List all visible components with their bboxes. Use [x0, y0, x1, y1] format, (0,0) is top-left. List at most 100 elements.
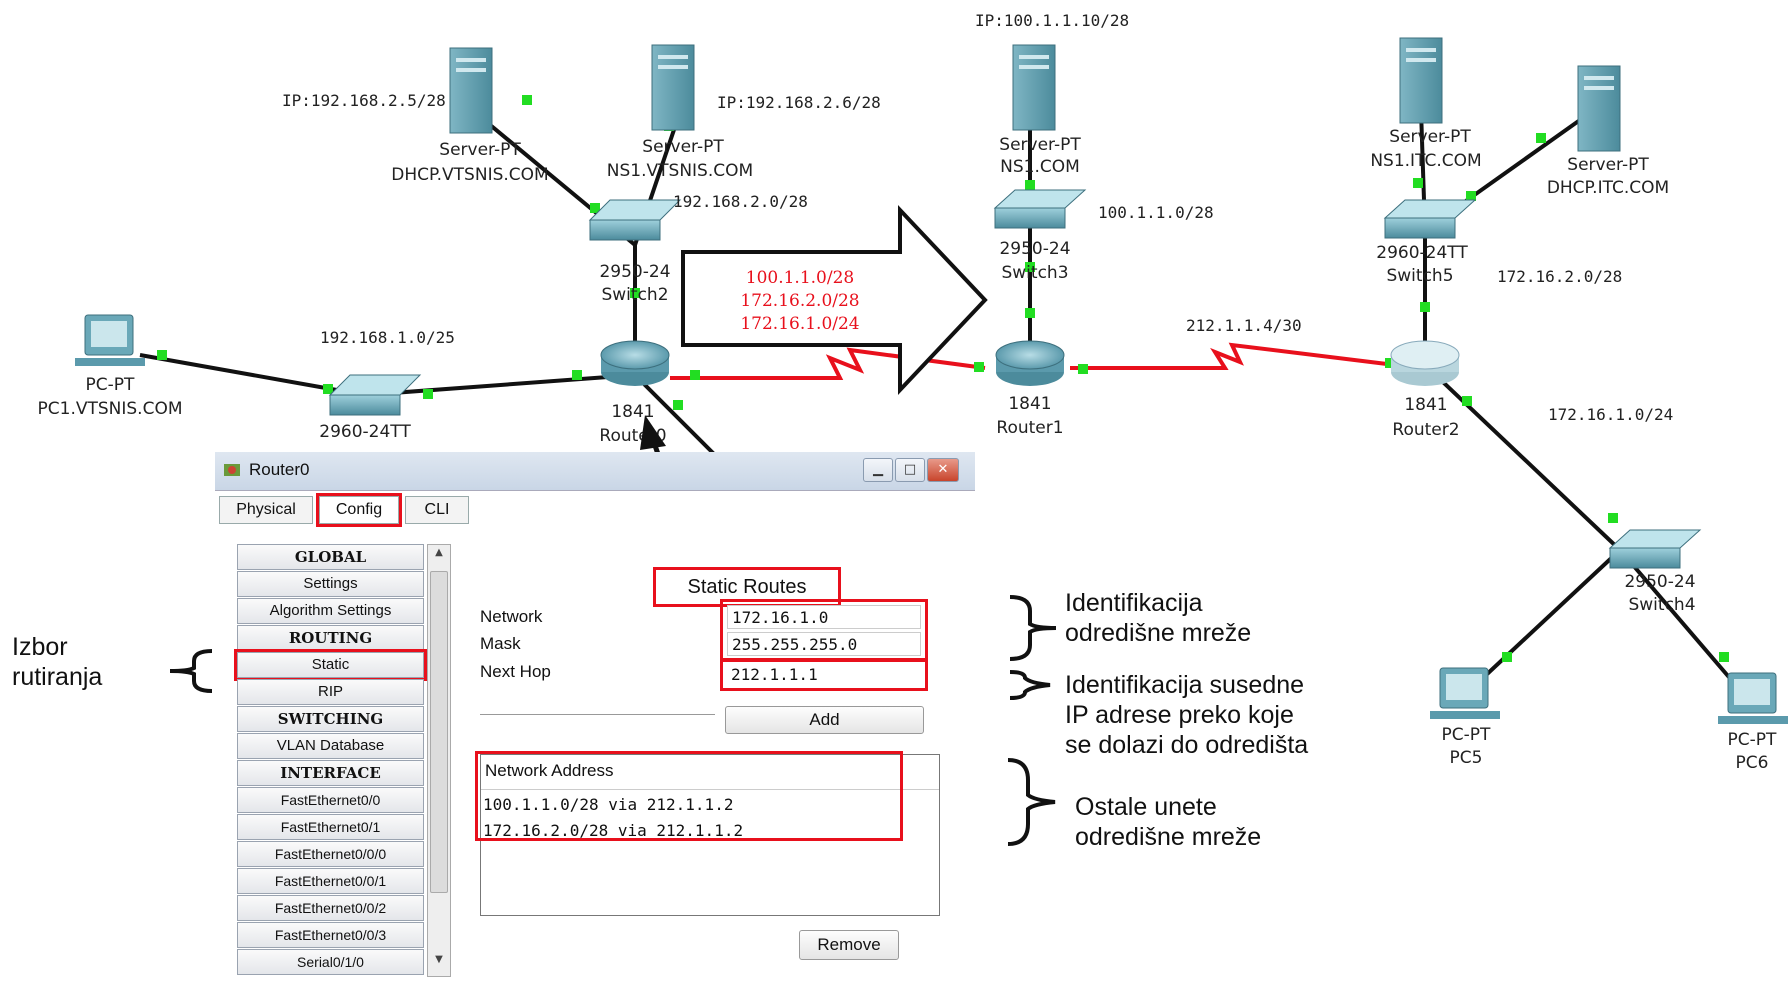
- sidebar-item-fe0-0-1[interactable]: FastEthernet0/0/1: [237, 868, 424, 894]
- scroll-up-icon[interactable]: ▲: [435, 547, 443, 558]
- label-switch2-b: Switch2: [601, 285, 668, 305]
- static-routes-title: Static Routes: [653, 567, 841, 607]
- switch-lan: [328, 374, 422, 416]
- sidebar-item-fe0-1[interactable]: FastEthernet0/1: [237, 814, 424, 840]
- routes-arrow: [681, 204, 988, 396]
- next-hop-field[interactable]: 212.1.1.1: [727, 663, 921, 687]
- scrollbar-thumb[interactable]: [430, 571, 448, 893]
- ip-dhcp-vtsnis: IP:192.168.2.5/28: [282, 91, 446, 110]
- route-row[interactable]: 100.1.1.0/28 via 212.1.1.2: [483, 795, 734, 814]
- network-field[interactable]: 172.16.1.0: [727, 605, 921, 629]
- sidebar-item-static[interactable]: Static: [234, 649, 427, 681]
- pc1: [75, 314, 145, 366]
- pc5: [1430, 667, 1500, 719]
- routes-highlight: [475, 751, 903, 841]
- sidebar-item-rip[interactable]: RIP: [237, 679, 424, 705]
- switch4: [1608, 529, 1702, 569]
- label-pc6-a: PC-PT: [1728, 730, 1778, 750]
- config-sidebar: GLOBAL Settings Algorithm Settings ROUTI…: [234, 544, 667, 984]
- annotation-dest-line1: Identifikacija: [1065, 589, 1203, 617]
- route-row[interactable]: 172.16.2.0/28 via 212.1.1.2: [483, 821, 744, 840]
- label-switch3-a: 2950-24: [999, 239, 1070, 259]
- label-net-172-1: 172.16.1.0/24: [1548, 405, 1673, 424]
- router2: [1390, 340, 1460, 386]
- label-switch2-a: 2950-24: [599, 262, 670, 282]
- pc6: [1718, 672, 1788, 724]
- route-list-separator: [481, 789, 939, 790]
- annotation-brackets: [169, 595, 1057, 846]
- sidebar-item-fe0-0[interactable]: FastEthernet0/0: [237, 787, 424, 813]
- next-hop-label: Next Hop: [480, 662, 551, 681]
- label-server-ns1-com-b: NS1.COM: [1000, 157, 1080, 177]
- tab-config[interactable]: Config: [316, 493, 402, 527]
- sidebar-item-vlan-database[interactable]: VLAN Database: [237, 733, 424, 759]
- remove-button[interactable]: Remove: [799, 930, 899, 960]
- label-switch4-b: Switch4: [1628, 595, 1695, 615]
- network-label: Network: [480, 607, 543, 626]
- label-pc1-a: PC-PT: [86, 375, 136, 395]
- annotation-hop-line2: IP adrese preko koje: [1065, 701, 1294, 729]
- label-pc1-b: PC1.VTSNIS.COM: [38, 399, 183, 419]
- arrow-route-1: 100.1.1.0/28: [746, 268, 854, 288]
- tab-physical[interactable]: Physical: [219, 496, 313, 524]
- tab-cli[interactable]: CLI: [405, 496, 469, 524]
- annotation-next-hop: Identifikacija susedne IP adrese preko k…: [1065, 670, 1308, 760]
- label-server-ns1-vts-b: NS1.VTSNIS.COM: [607, 161, 753, 181]
- annotation-other-line1: Ostale unete: [1075, 793, 1217, 821]
- pointer-arrowhead: [640, 415, 666, 450]
- label-switch4-a: 2950-24: [1624, 572, 1695, 592]
- sidebar-scrollbar[interactable]: ▲ ▼: [427, 544, 451, 977]
- annotation-izbor-line2: rutiranja: [12, 663, 103, 691]
- scroll-down-icon[interactable]: ▼: [435, 954, 443, 965]
- divider: [480, 714, 715, 715]
- annotation-other-line2: odredišne mreže: [1075, 823, 1262, 851]
- sidebar-item-settings[interactable]: Settings: [237, 571, 424, 597]
- server-ns1-com: [1012, 44, 1056, 131]
- port-indicators: [157, 95, 1729, 662]
- sidebar-item-algorithm-settings[interactable]: Algorithm Settings: [237, 598, 424, 624]
- server-ns1-vtsnis: [651, 44, 695, 131]
- label-server-ns1-itc-b: NS1.ITC.COM: [1370, 151, 1481, 171]
- sidebar-item-fe0-0-2[interactable]: FastEthernet0/0/2: [237, 895, 424, 921]
- annotation-other: Ostale unete odredišne mreže: [1075, 792, 1261, 852]
- sidebar-header-global: GLOBAL: [237, 544, 424, 570]
- label-router2-a: 1841: [1404, 395, 1447, 415]
- router-app-icon: [224, 464, 240, 476]
- label-pc5-a: PC-PT: [1442, 725, 1492, 745]
- annotation-dest: Identifikacija odredišne mreže: [1065, 588, 1251, 648]
- ip-ns1-vtsnis: IP:192.168.2.6/28: [717, 93, 881, 112]
- label-server-ns1-com-a: Server-PT: [999, 135, 1081, 155]
- label-router1-a: 1841: [1008, 394, 1051, 414]
- maximize-button[interactable]: □: [895, 458, 925, 482]
- mask-field[interactable]: 255.255.255.0: [727, 632, 921, 656]
- links: [139, 79, 1742, 692]
- route-list[interactable]: Network Address 100.1.1.0/28 via 212.1.1…: [480, 754, 940, 916]
- label-net-100: 100.1.1.0/28: [1098, 203, 1214, 222]
- mask-label: Mask: [480, 634, 521, 653]
- label-switch3-b: Switch3: [1001, 263, 1068, 283]
- annotation-hop-line3: se dolazi do odredišta: [1065, 731, 1309, 759]
- server-ns1-itc: [1399, 37, 1443, 124]
- label-net-212: 212.1.1.4/30: [1186, 316, 1302, 335]
- label-server-ns1-vts-a: Server-PT: [642, 137, 724, 157]
- label-net-192-2: 192.168.2.0/28: [673, 192, 808, 211]
- label-net-192-1: 192.168.1.0/25: [320, 328, 455, 347]
- annotation-izbor: Izbor rutiranja: [12, 632, 102, 692]
- minimize-button[interactable]: ▁: [863, 458, 893, 482]
- sidebar-item-serial0-1-0[interactable]: Serial0/1/0: [237, 949, 424, 975]
- add-button[interactable]: Add: [725, 706, 924, 734]
- sidebar-header-switching: SWITCHING: [237, 706, 424, 732]
- server-dhcp-vtsnis: [449, 47, 493, 134]
- label-router1-b: Router1: [996, 418, 1063, 438]
- annotation-dest-line2: odredišne mreže: [1065, 619, 1252, 647]
- sidebar-item-fe0-0-3[interactable]: FastEthernet0/0/3: [237, 922, 424, 948]
- router0-window: Router0 ▁ □ ✕ Physical Config CLI GLOBAL…: [215, 452, 975, 977]
- router1: [995, 340, 1065, 386]
- switch5: [1383, 199, 1477, 239]
- close-button[interactable]: ✕: [927, 458, 959, 482]
- arrow-route-3: 172.16.1.0/24: [740, 314, 859, 334]
- sidebar-item-fe0-0-0[interactable]: FastEthernet0/0/0: [237, 841, 424, 867]
- label-pc6-b: PC6: [1736, 753, 1769, 773]
- label-switch-lan-a: 2960-24TT: [319, 422, 411, 442]
